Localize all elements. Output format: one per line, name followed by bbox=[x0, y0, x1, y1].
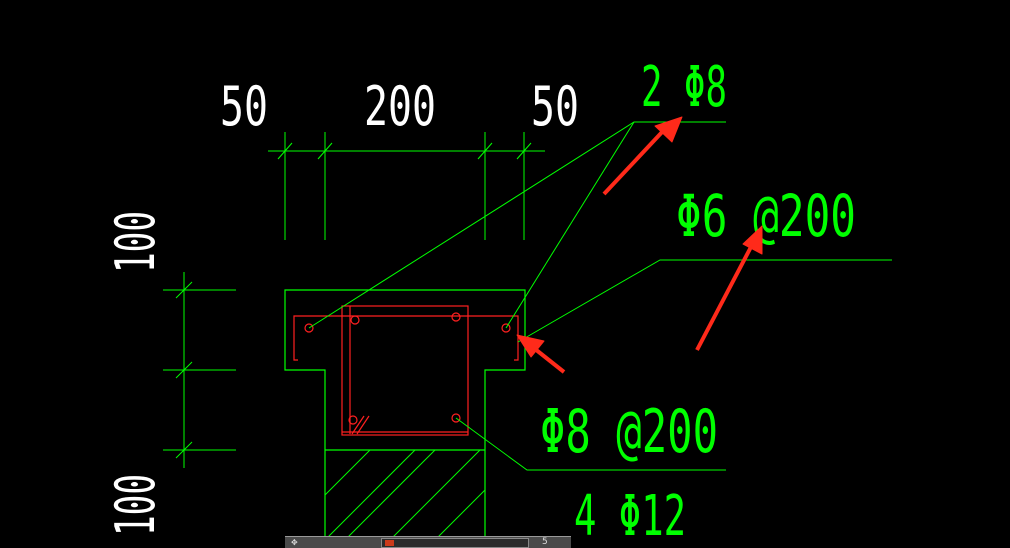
label-stirrup-top: Φ6 @200 bbox=[676, 182, 856, 250]
rebar-group bbox=[293, 305, 519, 436]
top-dimension bbox=[268, 132, 545, 240]
rebar-beam-tl bbox=[350, 315, 360, 325]
wall-hatch bbox=[324, 449, 486, 547]
leader-beam bbox=[455, 417, 726, 471]
section-outline bbox=[284, 289, 526, 547]
rebar-beam-tr bbox=[451, 312, 461, 322]
rebar-beam-br bbox=[451, 413, 461, 423]
status-end-label: 5 bbox=[542, 537, 548, 547]
dim-left-upper: 100 bbox=[104, 211, 167, 273]
dim-top-left: 50 bbox=[220, 75, 268, 138]
beam-stirrup bbox=[341, 305, 469, 436]
arrow-stirrup-top bbox=[695, 225, 763, 351]
arrow-top-bars bbox=[602, 116, 683, 196]
rebar-beam-bl bbox=[348, 415, 358, 425]
rebar-top-left bbox=[304, 323, 314, 333]
status-bar: ✥ 5 bbox=[285, 536, 571, 548]
leader-lines bbox=[308, 121, 892, 471]
leader-top-bars bbox=[308, 121, 726, 329]
pan-icon[interactable]: ✥ bbox=[291, 538, 298, 547]
label-top-bars: 2 Φ8 bbox=[641, 55, 727, 120]
leader-stirrup-top bbox=[517, 259, 892, 343]
left-dimension bbox=[163, 272, 236, 468]
dim-top-middle: 200 bbox=[364, 75, 436, 138]
label-bottom-bars: 4 Φ12 bbox=[574, 484, 686, 547]
dim-left-lower: 100 bbox=[104, 474, 167, 536]
layer-color-swatch bbox=[385, 540, 394, 546]
dim-top-right: 50 bbox=[531, 75, 579, 138]
annotation-arrows bbox=[516, 116, 763, 374]
top-stirrup bbox=[293, 315, 519, 361]
label-stirrup-beam: Φ8 @200 bbox=[540, 397, 718, 467]
arrow-right-bar bbox=[516, 334, 566, 374]
rebar-top-right bbox=[501, 323, 511, 333]
rebar-dots bbox=[304, 312, 511, 425]
